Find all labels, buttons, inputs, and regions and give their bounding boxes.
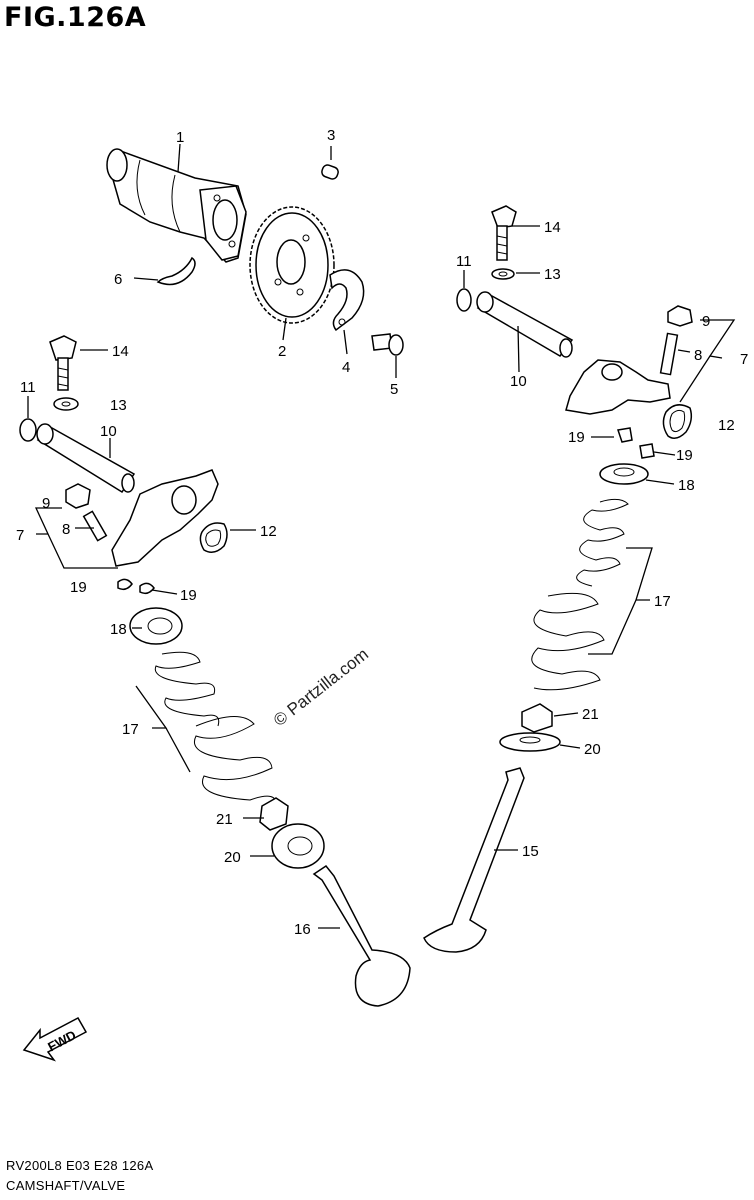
left-gasket-part[interactable] (199, 522, 228, 553)
right-adjust-nut-part[interactable] (667, 305, 693, 327)
callout-18-left: 18 (110, 621, 127, 638)
sprocket-retainer-plate-part[interactable] (329, 269, 365, 332)
left-rocker-shaft-part[interactable] (36, 423, 136, 494)
callout-19-right-a: 19 (568, 429, 585, 446)
callout-20-left: 20 (224, 849, 241, 866)
callout-labels: 1 3 6 2 4 5 14 13 11 10 9 8 7 12 19 19 1… (16, 127, 748, 938)
right-gasket-part[interactable] (662, 404, 693, 439)
right-spring-retainer-part[interactable] (599, 463, 649, 485)
callout-21-right: 21 (582, 706, 599, 723)
figure-title: FIG.126A (4, 2, 147, 33)
right-valve-cotter-part[interactable] (617, 427, 655, 459)
camshaft-part[interactable] (106, 148, 247, 263)
left-inner-spring-part[interactable] (154, 651, 220, 727)
leader-lines (27, 143, 736, 929)
callout-19-left-a: 19 (70, 579, 87, 596)
left-washer-part[interactable] (53, 397, 79, 411)
right-valve-seal-part[interactable] (521, 703, 553, 733)
callout-11-right: 11 (456, 253, 472, 270)
right-adjust-screw-part[interactable] (659, 332, 679, 376)
callout-9-left: 9 (42, 495, 50, 512)
callout-12-left: 12 (260, 523, 277, 540)
callout-19-left-b: 19 (180, 587, 197, 604)
left-spring-seat-part[interactable] (271, 823, 325, 869)
sprocket-part[interactable] (249, 206, 335, 324)
callout-16: 16 (294, 921, 311, 938)
left-o-ring-part[interactable] (19, 418, 37, 442)
left-rocker-arm-part[interactable] (111, 469, 219, 567)
callout-18-right: 18 (678, 477, 695, 494)
callout-11-left: 11 (20, 379, 36, 396)
sprocket-bolt-part[interactable] (371, 333, 404, 356)
callout-2: 2 (278, 343, 286, 360)
left-adjust-nut-part[interactable] (65, 483, 91, 509)
right-outer-spring-part[interactable] (531, 592, 605, 691)
callout-1: 1 (176, 129, 184, 146)
right-o-ring-part[interactable] (456, 288, 472, 312)
right-rocker-bolt-part[interactable] (491, 205, 517, 261)
callout-10-left: 10 (100, 423, 117, 440)
camshaft-clip-part[interactable] (156, 256, 196, 286)
intake-valve-part[interactable] (312, 864, 411, 1007)
callout-17-right: 17 (654, 593, 671, 610)
left-adjust-screw-part[interactable] (82, 510, 108, 542)
right-spring-seat-part[interactable] (499, 732, 561, 752)
callout-3: 3 (327, 127, 335, 144)
callout-13-right: 13 (544, 266, 561, 283)
exhaust-valve-part[interactable] (423, 767, 525, 953)
callout-13-left: 13 (110, 397, 127, 414)
fwd-label: FWD (45, 1027, 78, 1054)
callout-12-right: 12 (718, 417, 735, 434)
callout-20-right: 20 (584, 741, 601, 758)
callout-14-left: 14 (112, 343, 129, 360)
callout-5: 5 (390, 381, 398, 398)
left-rocker-bolt-part[interactable] (49, 335, 77, 391)
callout-17-left: 17 (122, 721, 139, 738)
callout-7-right: 7 (740, 351, 748, 368)
left-spring-retainer-part[interactable] (129, 607, 183, 645)
callout-14-right: 14 (544, 219, 561, 236)
callout-6: 6 (114, 271, 122, 288)
model-code-line: RV200L8 E03 E28 126A (6, 1158, 154, 1173)
callout-19-right-b: 19 (676, 447, 693, 464)
right-inner-spring-part[interactable] (576, 498, 629, 587)
callout-4: 4 (342, 359, 350, 376)
right-rocker-shaft-part[interactable] (476, 291, 574, 358)
callout-7-left: 7 (16, 527, 24, 544)
section-name: CAMSHAFT/VALVE (6, 1178, 126, 1193)
right-washer-part[interactable] (491, 268, 515, 280)
dowel-pin-part[interactable] (320, 164, 339, 181)
left-valve-seal-part[interactable] (259, 797, 289, 831)
fwd-arrow-icon: FWD (22, 1016, 88, 1062)
callout-9-right: 9 (702, 313, 710, 330)
callout-8-left: 8 (62, 521, 70, 538)
callout-10-right: 10 (510, 373, 527, 390)
left-valve-cotter-part[interactable] (117, 578, 155, 595)
left-outer-spring-part[interactable] (194, 715, 277, 807)
callout-15: 15 (522, 843, 539, 860)
callout-21-left: 21 (216, 811, 233, 828)
right-rocker-arm-part[interactable] (565, 359, 671, 415)
callout-8-right: 8 (694, 347, 702, 364)
